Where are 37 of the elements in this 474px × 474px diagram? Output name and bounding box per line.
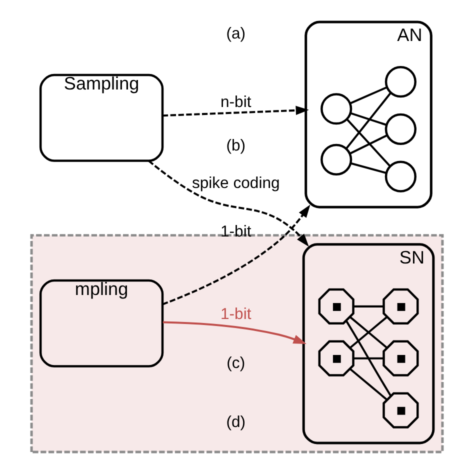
arrow — [162, 106, 309, 117]
connector — [350, 112, 387, 126]
connector — [349, 368, 388, 401]
connector — [346, 92, 392, 150]
connector — [346, 118, 391, 167]
edge-label: 1-bit — [220, 224, 252, 241]
arrow — [162, 321, 306, 344]
node-picture — [318, 288, 354, 324]
cluster: SN — [302, 243, 435, 444]
edge-label: n-bit — [220, 94, 252, 111]
node-picture — [382, 340, 419, 376]
connector — [353, 357, 384, 360]
connector — [350, 162, 387, 174]
connector — [349, 316, 388, 349]
label: (c) — [226, 355, 246, 372]
arrow — [148, 160, 309, 247]
connector — [353, 305, 384, 308]
connector — [345, 320, 392, 397]
node-circle — [320, 93, 352, 125]
connector — [350, 86, 388, 104]
arrow — [162, 204, 310, 306]
node-picture — [318, 340, 354, 376]
node-circle — [384, 160, 416, 192]
label: (a) — [226, 26, 246, 43]
edge-label: spike coding — [192, 175, 280, 192]
node-circle — [320, 144, 352, 176]
node-box: mpling — [39, 279, 164, 368]
edge-label: 1-bit — [220, 306, 252, 324]
node-picture — [382, 288, 419, 324]
node-box: Sampling — [39, 74, 164, 162]
label: (b) — [226, 137, 246, 154]
connector — [349, 134, 388, 155]
label: (d) — [226, 414, 246, 431]
cluster: AN — [304, 20, 432, 208]
node-circle — [384, 113, 416, 145]
node-circle — [384, 66, 416, 98]
node-picture — [382, 392, 419, 428]
